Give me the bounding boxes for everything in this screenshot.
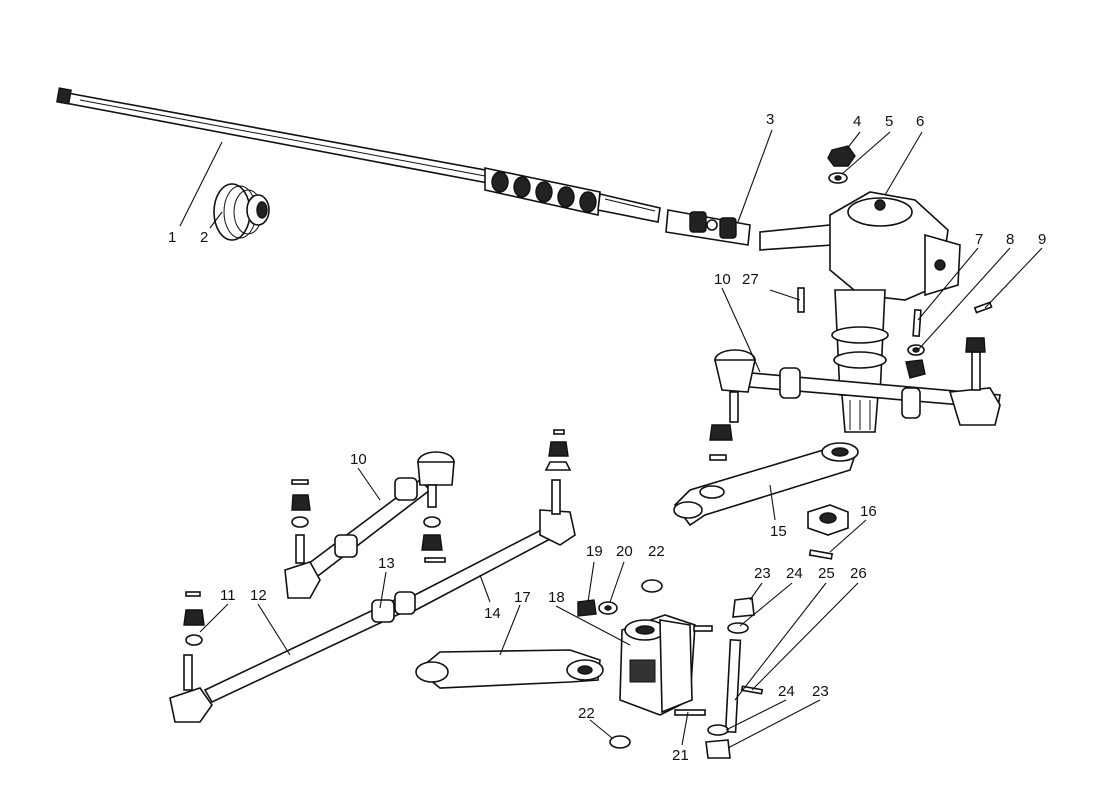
callout-21: 21: [672, 747, 689, 764]
pitman-arm: [673, 442, 859, 527]
callout-26: 26: [850, 565, 867, 582]
callout-13: 13: [378, 555, 395, 572]
callout-3: 3: [766, 111, 774, 128]
callout-27: 27: [742, 271, 759, 288]
callout-22-upper: 22: [648, 543, 665, 560]
universal-joint: [665, 209, 751, 246]
callout-8: 8: [1006, 231, 1014, 248]
callout-10-upper: 10: [714, 271, 731, 288]
drag-link-upper: [709, 337, 1001, 461]
callout-19: 19: [586, 543, 603, 560]
callout-24-upper: 24: [786, 565, 803, 582]
callout-10-lower: 10: [350, 451, 367, 468]
callout-25: 25: [818, 565, 835, 582]
pitman-nut-and-pin: [807, 504, 849, 560]
callout-18: 18: [548, 589, 565, 606]
steering-column-shaft: [56, 87, 661, 223]
steering-box: [759, 191, 961, 433]
small-hardware-right: [797, 287, 993, 379]
callout-4: 4: [853, 113, 861, 130]
callout-20: 20: [616, 543, 633, 560]
callout-16: 16: [860, 503, 877, 520]
callout-labels: 1 2 3 4 5 6 7 8 9 10 27 10 11 12 13 14 1…: [168, 111, 1046, 764]
callout-6: 6: [916, 113, 924, 130]
center-tie-rod: [403, 429, 576, 614]
callout-17: 17: [514, 589, 531, 606]
callout-23-upper: 23: [754, 565, 771, 582]
callout-11: 11: [220, 587, 236, 604]
callout-14: 14: [484, 605, 501, 622]
idler-hardware: [577, 579, 713, 749]
callout-12: 12: [250, 587, 267, 604]
callout-2: 2: [200, 229, 208, 246]
callout-1: 1: [168, 229, 176, 246]
callout-5: 5: [885, 113, 893, 130]
tie-rod-left-lower: [169, 591, 416, 723]
tie-rod-left-upper: [284, 451, 455, 599]
callout-7: 7: [975, 231, 983, 248]
column-rubber-boot: [213, 183, 270, 241]
idler-bracket: [619, 614, 696, 716]
callout-23-lower: 23: [812, 683, 829, 700]
idler-arm: [415, 649, 604, 689]
callout-9: 9: [1038, 231, 1046, 248]
leader-lines: [179, 129, 1043, 749]
callout-22-lower: 22: [578, 705, 595, 722]
callout-15: 15: [770, 523, 787, 540]
nut-and-washer: [827, 145, 856, 184]
callout-24-lower: 24: [778, 683, 795, 700]
